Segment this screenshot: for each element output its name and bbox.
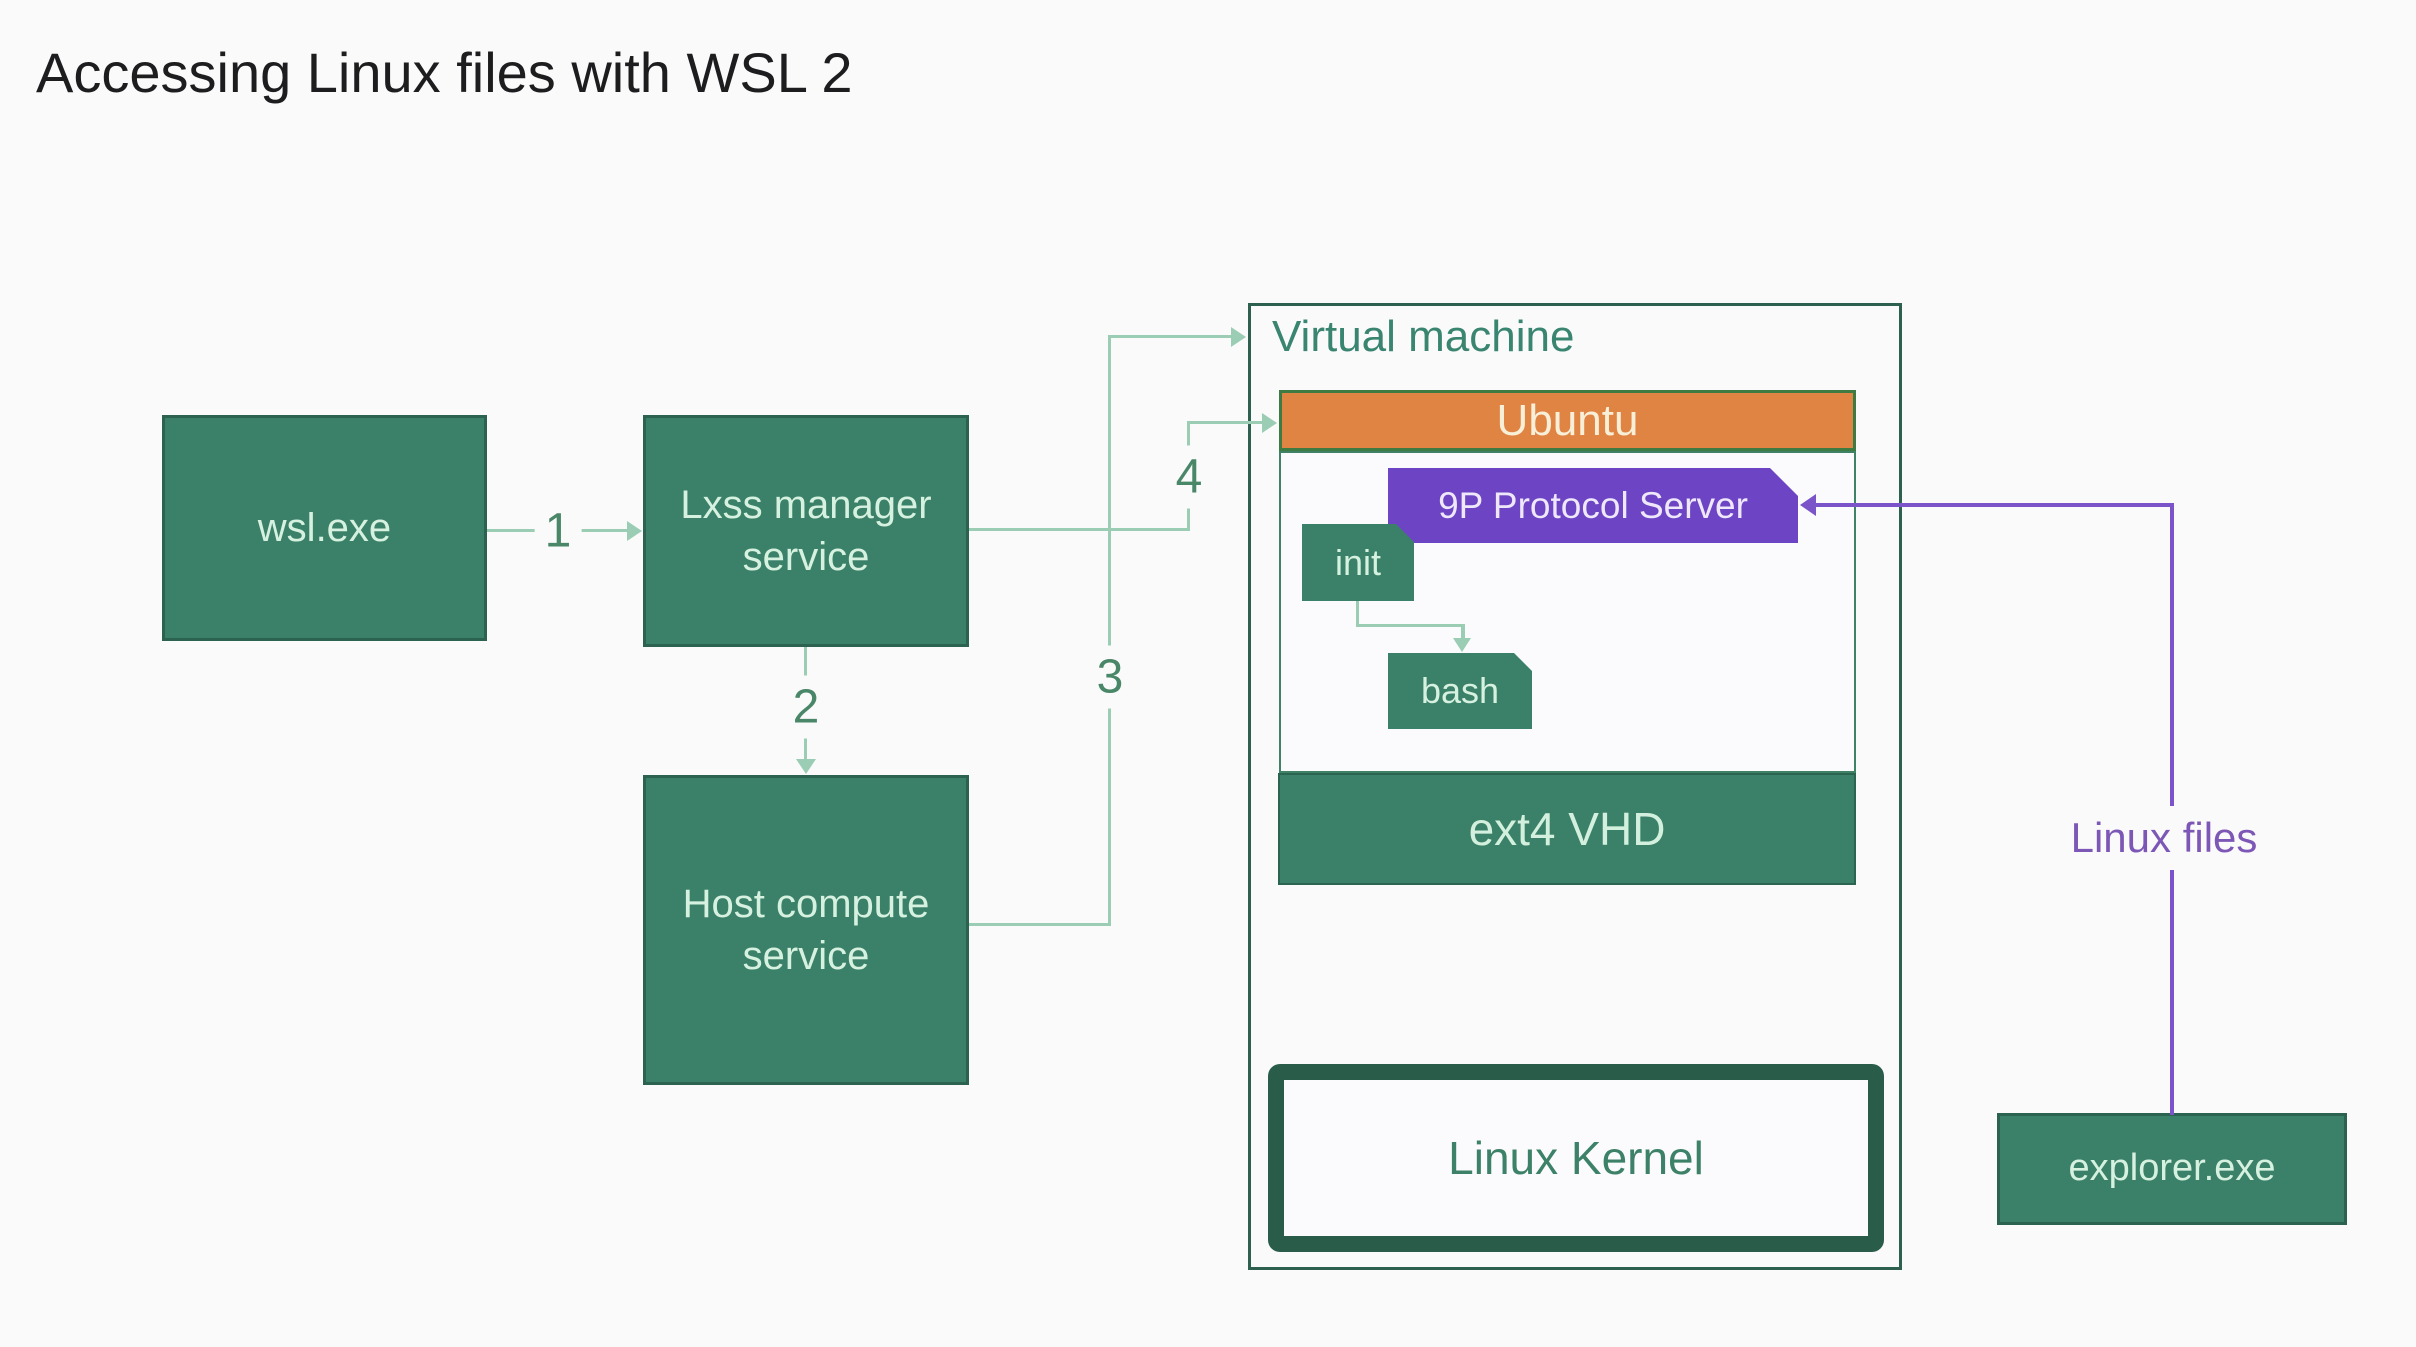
node-explorer-exe-label: explorer.exe <box>2068 1147 2276 1190</box>
node-lxss-manager-service: Lxss manager service <box>643 415 969 647</box>
edge-host-to-vm-line-vertical <box>1108 335 1111 926</box>
virtual-machine-label: Virtual machine <box>1272 312 1575 361</box>
node-wsl-exe-label: wsl.exe <box>257 506 392 550</box>
edge-lxss-to-ubuntu-line-horizontal-upper <box>1187 421 1265 424</box>
edge-explorer-to-9p-arrowhead-icon <box>1800 494 1816 516</box>
edge-init-to-bash-line-vertical-lower <box>1461 624 1465 640</box>
edge-lxss-to-ubuntu-arrowhead-icon <box>1262 413 1277 433</box>
node-linux-kernel-label: Linux Kernel <box>1448 1132 1704 1184</box>
node-host-compute-service-label: Host compute service <box>682 882 930 978</box>
page-title: Accessing Linux files with WSL 2 <box>36 41 853 104</box>
node-linux-kernel: Linux Kernel <box>1268 1064 1884 1252</box>
node-ext4-vhd-label: ext4 VHD <box>1468 803 1666 855</box>
edge-wsl-to-lxss-arrowhead-icon <box>627 521 642 541</box>
edge-init-to-bash-line-horizontal <box>1356 624 1464 627</box>
node-bash: bash <box>1388 653 1532 729</box>
node-init-label: init <box>1334 541 1382 583</box>
edge-explorer-to-9p-line-horizontal <box>1812 503 2174 507</box>
edge-init-to-bash-arrowhead-icon <box>1453 638 1471 652</box>
step-label-4: 4 <box>1165 445 1213 509</box>
node-wsl-exe: wsl.exe <box>162 415 487 641</box>
node-ext4-vhd: ext4 VHD <box>1278 773 1856 885</box>
edge-lxss-to-host-arrowhead-icon <box>796 759 816 774</box>
edge-lxss-to-ubuntu-line-horizontal-lower <box>969 528 1190 531</box>
node-ubuntu-bar: Ubuntu <box>1279 390 1856 451</box>
node-init: init <box>1302 524 1414 601</box>
node-host-compute-service: Host compute service <box>643 775 969 1085</box>
edge-host-to-vm-arrowhead-icon <box>1231 327 1246 347</box>
node-9p-protocol-server: 9P Protocol Server <box>1388 468 1798 543</box>
node-bash-label: bash <box>1420 670 1500 711</box>
edge-host-to-vm-line-horizontal-lower <box>969 923 1111 926</box>
node-lxss-manager-service-label: Lxss manager service <box>680 483 932 579</box>
step-label-3: 3 <box>1086 645 1134 709</box>
edge-host-to-vm-line-horizontal-upper <box>1108 335 1234 338</box>
step-label-1: 1 <box>534 499 582 563</box>
node-9p-protocol-server-label: 9P Protocol Server <box>1438 484 1748 526</box>
edge-init-to-bash-line-vertical-upper <box>1356 600 1359 627</box>
edge-linux-files-label: Linux files <box>2056 806 2272 870</box>
node-explorer-exe: explorer.exe <box>1997 1113 2347 1225</box>
virtual-machine-frame <box>1248 303 1902 1270</box>
node-ubuntu-label: Ubuntu <box>1496 395 1639 445</box>
step-label-2: 2 <box>782 675 830 739</box>
